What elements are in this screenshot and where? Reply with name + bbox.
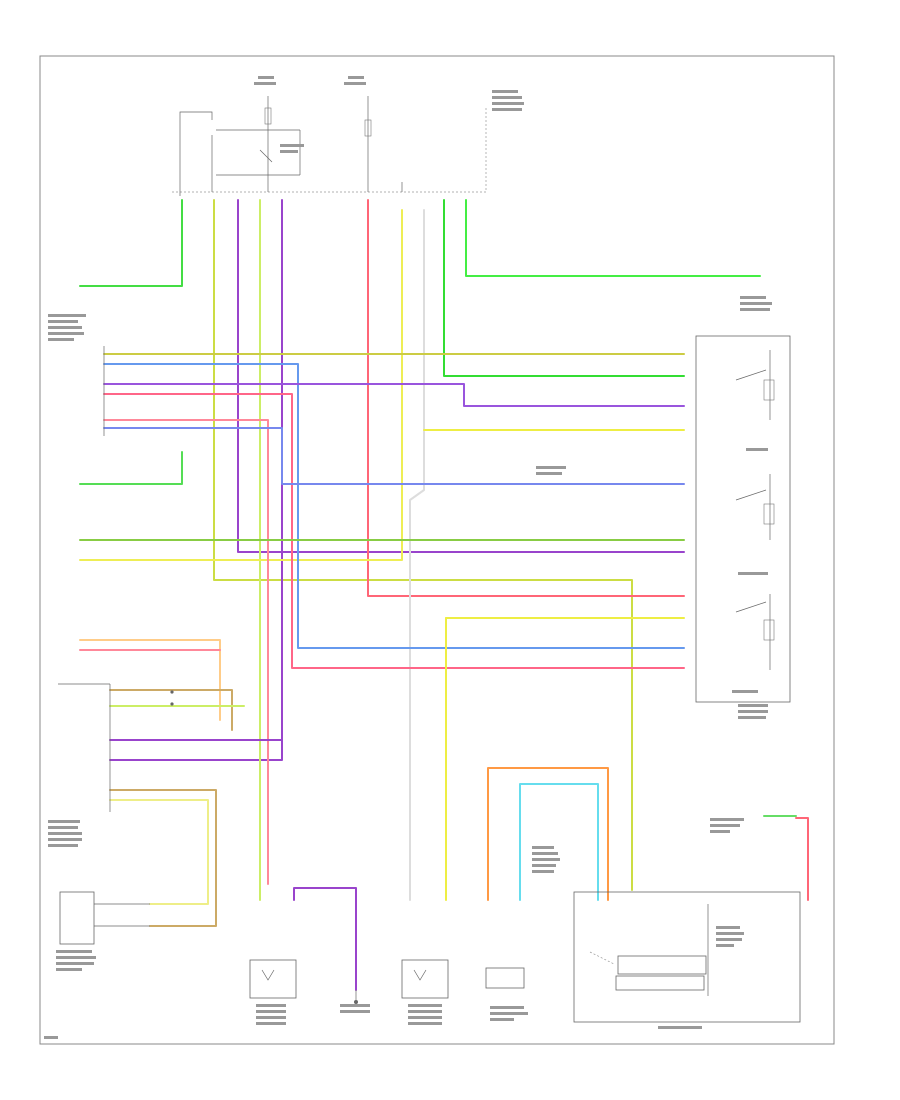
wire-yellow-green bbox=[213, 199, 633, 891]
wire-harness bbox=[79, 199, 809, 991]
wire-row-2 bbox=[103, 363, 685, 649]
wire-orange bbox=[487, 767, 609, 901]
wire-lower-5 bbox=[109, 799, 209, 905]
wire-violet-bottom bbox=[293, 887, 357, 991]
wire-row-3 bbox=[103, 383, 685, 407]
left-connectors bbox=[58, 346, 174, 812]
relay-stack bbox=[695, 335, 791, 703]
ground-icon bbox=[354, 990, 358, 1004]
wire-violet-1 bbox=[237, 199, 685, 553]
wire-green-top bbox=[465, 199, 761, 277]
wire-right-connector bbox=[795, 817, 809, 901]
wire-violet-2 bbox=[109, 199, 283, 761]
wire-cyan bbox=[519, 783, 599, 901]
wire-green-left bbox=[79, 199, 183, 287]
wire-row-8 bbox=[79, 451, 183, 485]
wire-row-5 bbox=[103, 419, 269, 885]
wire-red-center bbox=[367, 199, 685, 597]
connector-icon bbox=[249, 959, 297, 999]
wire-lower-4 bbox=[109, 789, 217, 927]
wire-lower-1 bbox=[109, 689, 233, 731]
relay-icon bbox=[735, 350, 775, 420]
bottom-components bbox=[59, 891, 801, 1023]
sensor-box bbox=[59, 891, 150, 945]
wire-yellow-center bbox=[79, 209, 403, 561]
diagram-frame bbox=[39, 55, 835, 1045]
fuse-icon bbox=[264, 107, 272, 125]
label-marks bbox=[44, 76, 772, 1039]
fuse-block bbox=[172, 96, 488, 196]
wire-row-6 bbox=[103, 427, 685, 485]
wire-green-right bbox=[443, 199, 685, 377]
wire-white-center bbox=[409, 209, 425, 901]
wire-row-12 bbox=[79, 639, 221, 721]
wire-row-4 bbox=[103, 393, 685, 669]
